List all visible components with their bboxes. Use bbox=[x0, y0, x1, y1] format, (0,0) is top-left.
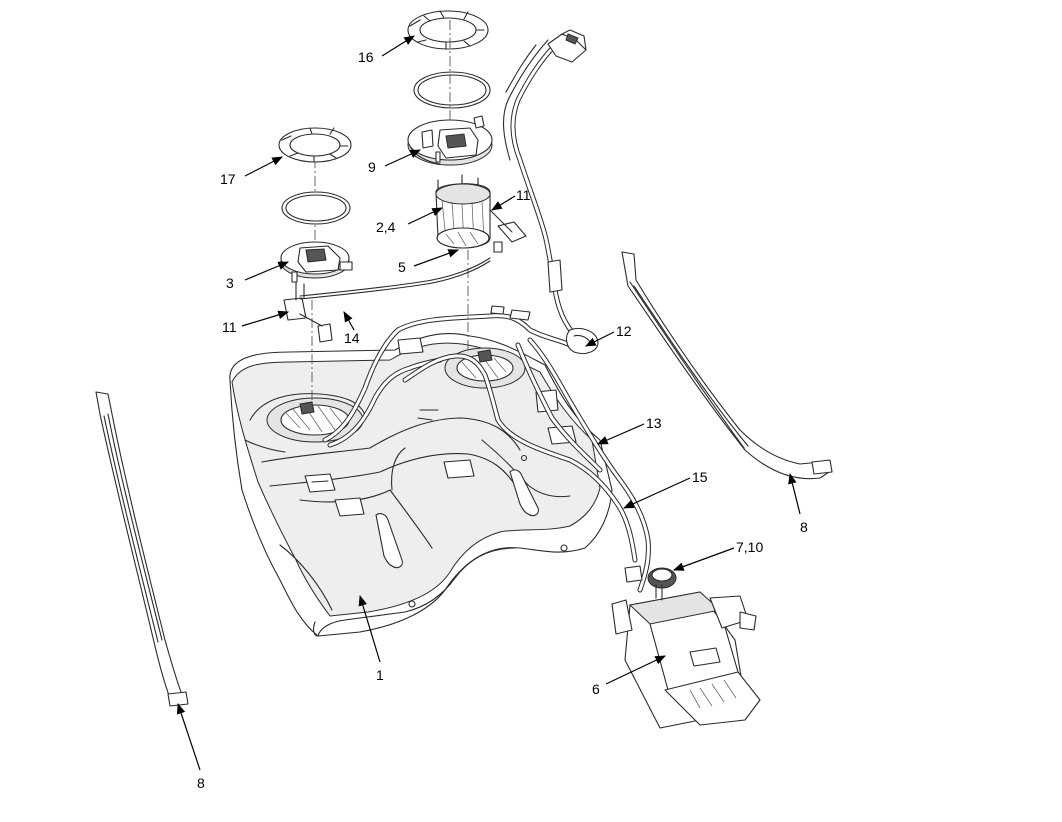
left-pump-assembly bbox=[278, 127, 491, 343]
callout-13: 13 bbox=[646, 415, 662, 431]
callout-16: 16 bbox=[358, 49, 374, 65]
tank-strap-right bbox=[621, 251, 833, 480]
callout-6: 6 bbox=[592, 681, 600, 697]
callout-12: 12 bbox=[616, 323, 632, 339]
callout-8-left: 8 bbox=[197, 775, 205, 791]
centerline-right bbox=[449, 20, 469, 350]
callout-1: 1 bbox=[376, 667, 384, 683]
callout-14: 15 bbox=[692, 469, 708, 485]
fuel-lines bbox=[322, 305, 651, 593]
callout-17: 17 bbox=[220, 171, 236, 187]
centerline-left bbox=[311, 140, 316, 410]
callout-11-left: 11 bbox=[222, 319, 237, 335]
callout-2-4: 2,4 bbox=[376, 219, 396, 235]
callout-5: 5 bbox=[398, 259, 406, 275]
right-pump-assembly bbox=[407, 10, 527, 253]
callout-11-right: 11 bbox=[516, 187, 531, 203]
leader-lines bbox=[176, 35, 801, 771]
canister-assembly bbox=[611, 567, 761, 729]
filler-pipe bbox=[502, 29, 599, 355]
callout-15: 14 bbox=[344, 330, 360, 346]
callout-3: 3 bbox=[226, 275, 234, 291]
callout-9: 9 bbox=[368, 159, 376, 175]
callout-7-10: 7,10 bbox=[736, 539, 763, 555]
callout-labels: 16 17 9 2,4 11 3 5 11 14 12 13 15 7,10 1… bbox=[197, 49, 808, 791]
tank-strap-left bbox=[95, 391, 189, 707]
callout-8-right: 8 bbox=[800, 519, 808, 535]
